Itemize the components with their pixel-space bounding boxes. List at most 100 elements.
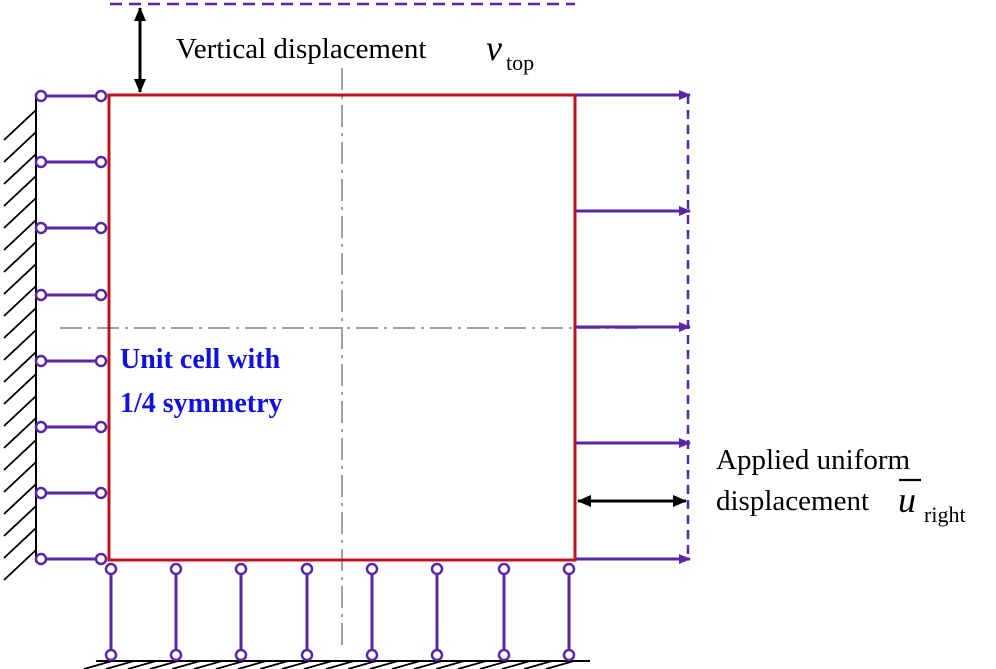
left-roller-support [34,354,108,368]
roller-pin [34,354,48,368]
hatch-line [457,660,487,669]
hatch-line [215,660,245,669]
roller-pin [34,221,48,235]
roller-pin [34,552,48,566]
hatch-line [3,439,37,471]
hatch-line [3,175,37,207]
hatch-line [391,660,421,669]
left-roller-support [34,552,108,566]
bottom-roller-support [300,562,314,662]
bottom-roller-support [430,562,444,662]
bottom-roller-support [562,562,576,662]
hatch-line [3,395,37,427]
roller-pin [430,648,444,662]
hatch-line [3,417,37,449]
roller-pin [34,288,48,302]
bottom-roller-supports [104,562,576,662]
unit-cell-label-line2: 1/4 symmetry [120,388,283,419]
bottom-roller-support [365,562,379,662]
roller-pin [234,648,248,662]
hatch-line [3,153,37,185]
hatch-line [325,660,355,669]
hatch-line [3,461,37,493]
hatch-line [281,660,311,669]
roller-pin [365,562,379,576]
hatch-line [127,660,157,669]
roller-pin [94,420,108,434]
left-roller-support [34,89,108,103]
roller-pin [562,562,576,576]
bottom-roller-support [497,562,511,662]
hatch-line [171,660,201,669]
hatch-line [3,329,37,361]
hatch-line [3,219,37,251]
hatch-line [3,483,37,515]
roller-pin [94,89,108,103]
unit-cell-border [107,93,577,562]
hatch-line [259,660,289,669]
vertical-displacement-symbol: v [486,28,502,68]
roller-pin [365,648,379,662]
applied-displacement-arrows [576,90,691,564]
vertical-displacement-subscript: top [506,50,534,75]
roller-pin [430,562,444,576]
hatch-line [3,549,37,581]
hatch-line [3,351,37,383]
unit-cell-label: Unit cell with 1/4 symmetry [120,344,283,419]
hatch-line [3,263,37,295]
hatch-line [3,131,37,163]
applied-displacement-label: Applied uniform displacement u right [716,444,966,527]
bottom-roller-support [104,562,118,662]
hatch-line [347,660,377,669]
roller-pin [169,648,183,662]
unit-cell-label-line1: Unit cell with [120,344,281,375]
roller-pin [104,648,118,662]
applied-displacement-subscript: right [924,502,966,527]
hatch-line [303,660,333,669]
hatch-line [501,660,531,669]
roller-pin [94,155,108,169]
hatch-line [3,307,37,339]
roller-pin [94,288,108,302]
hatch-line [83,660,113,669]
roller-pin [34,155,48,169]
roller-pin [94,221,108,235]
hatch-line [3,373,37,405]
left-fixed-wall [3,95,37,581]
hatch-line [3,109,37,141]
roller-pin [34,89,48,103]
roller-pin [34,420,48,434]
hatch-line [3,285,37,317]
left-roller-support [34,288,108,302]
roller-pin [497,648,511,662]
vertical-displacement-label: Vertical displacement v top [176,28,534,75]
bottom-roller-support [234,562,248,662]
roller-pin [300,562,314,576]
hatch-line [193,660,223,669]
hatch-line [237,660,267,669]
applied-displacement-symbol: u [898,480,916,520]
hatch-line [413,660,443,669]
hatch-line [3,527,37,559]
applied-displacement-line1: Applied uniform [716,444,911,476]
left-roller-support [34,486,108,500]
left-roller-support [34,420,108,434]
roller-pin [94,552,108,566]
roller-pin [94,486,108,500]
bottom-roller-support [169,562,183,662]
hatch-line [105,660,135,669]
roller-pin [562,648,576,662]
roller-pin [234,562,248,576]
left-roller-supports [34,89,108,566]
hatch-line [149,660,179,669]
hatch-line [3,505,37,537]
hatch-line [435,660,465,669]
hatch-line [479,660,509,669]
vertical-displacement-text: Vertical displacement [176,33,426,65]
hatch-line [3,197,37,229]
hatch-line [369,660,399,669]
hatch-line [545,660,575,669]
bottom-fixed-wall [83,660,590,669]
applied-displacement-line2: displacement [716,485,869,517]
roller-pin [34,486,48,500]
